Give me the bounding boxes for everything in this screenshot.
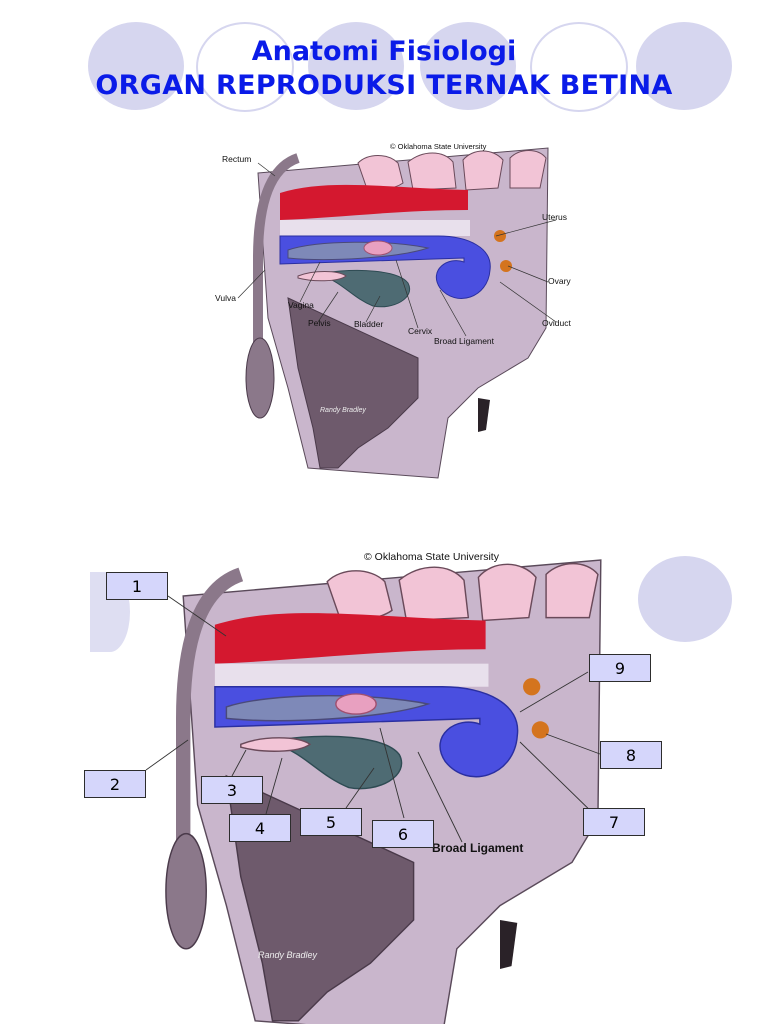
copyright-top: © Oklahoma State University [390, 142, 487, 151]
page-subtitle: ORGAN REPRODUKSI TERNAK BETINA [95, 70, 673, 101]
label-bladder: Bladder [354, 319, 383, 329]
signature-bottom: Randy Bradley [258, 950, 318, 960]
label-vulva: Vulva [215, 293, 236, 303]
top-leader-lines [237, 162, 557, 337]
number-box-9: 9 [589, 654, 651, 682]
page-title: Anatomi Fisiologi [251, 36, 517, 67]
number-box-5: 5 [300, 808, 362, 836]
number-box-3: 3 [201, 776, 263, 804]
label-rectum: Rectum [222, 154, 251, 164]
bottom-leader-lines [145, 595, 601, 843]
number-box-6: 6 [372, 820, 434, 848]
decor-circle [420, 22, 516, 110]
label-cervix: Cervix [408, 326, 433, 336]
label-broad-ligament-bottom: Broad Ligament [432, 841, 523, 855]
decor-circle-outline [530, 22, 628, 112]
top-labels: Rectum Vulva Vagina Pelvis Bladder Cervi… [215, 142, 571, 414]
label-vagina: Vagina [288, 300, 314, 310]
label-pelvis: Pelvis [308, 318, 331, 328]
label-ovary: Ovary [548, 276, 571, 286]
decor-circle [638, 556, 732, 642]
number-box-8: 8 [600, 741, 662, 769]
copyright-bottom: © Oklahoma State University [364, 551, 500, 563]
decor-circle [88, 22, 184, 110]
decor-circle [308, 22, 404, 110]
number-box-7: 7 [583, 808, 645, 836]
label-uterus: Uterus [542, 212, 567, 222]
number-box-2: 2 [84, 770, 146, 798]
label-broad-ligament: Broad Ligament [434, 336, 495, 346]
number-box-4: 4 [229, 814, 291, 842]
decor-circle-outline [196, 22, 294, 112]
number-box-1: 1 [106, 572, 168, 600]
signature-top: Randy Bradley [320, 407, 366, 414]
decor-circle [636, 22, 732, 110]
label-oviduct: Oviduct [542, 318, 571, 328]
bottom-labels: © Oklahoma State University Broad Ligame… [258, 551, 523, 960]
diagram-top [246, 148, 548, 478]
